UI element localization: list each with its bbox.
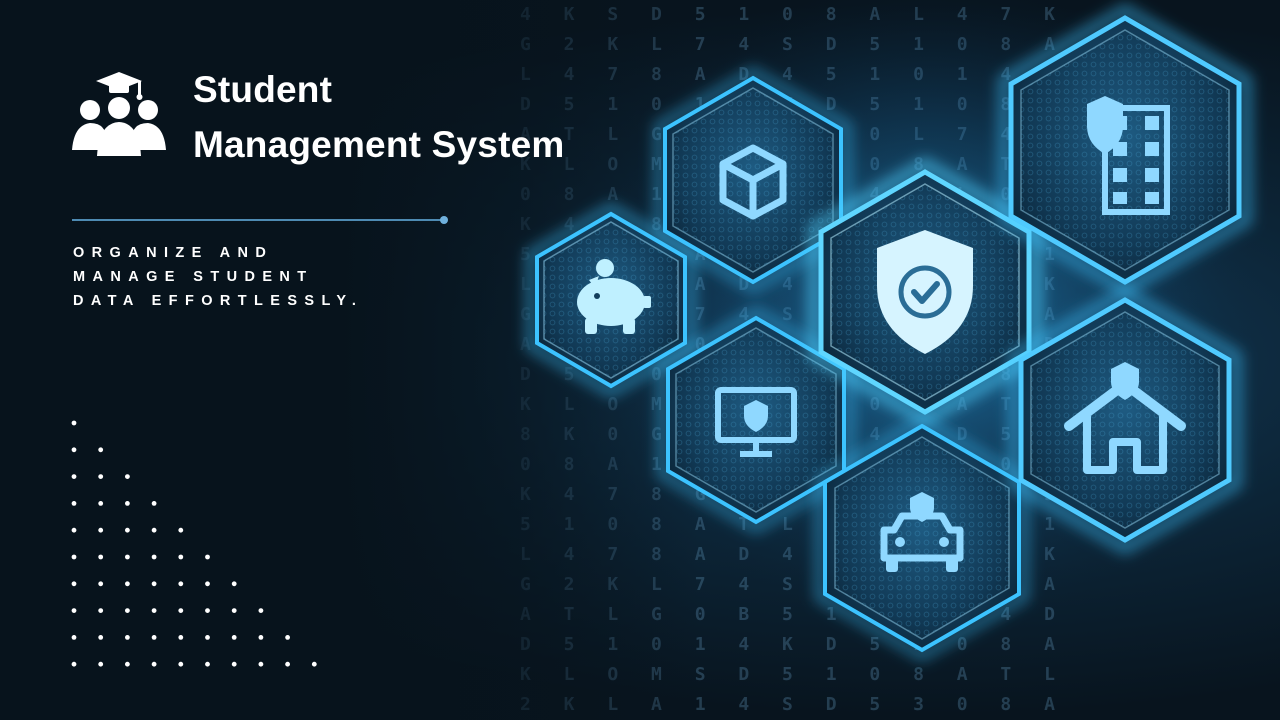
decor-dot (125, 608, 130, 613)
decor-dot (151, 608, 157, 613)
decor-dot (178, 661, 184, 667)
decor-dot (71, 554, 77, 560)
decor-dot (98, 501, 104, 506)
decor-dot (98, 661, 104, 667)
decor-dot (178, 527, 184, 533)
decor-dot (178, 581, 184, 587)
decor-dot (231, 581, 237, 587)
tagline-line-2: MANAGE STUDENT (73, 269, 314, 285)
decor-dot (151, 661, 157, 667)
title-line-2: Management System (193, 124, 565, 165)
decor-dot (151, 554, 157, 560)
decor-dot (71, 581, 77, 587)
decor-dot (98, 554, 104, 560)
decor-dot (125, 527, 130, 533)
decor-dot (178, 554, 184, 560)
decor-dot (71, 501, 77, 506)
decor-dot (178, 635, 184, 640)
hexagon-car (815, 414, 1029, 662)
decor-dot (98, 635, 104, 640)
decor-dot (311, 661, 317, 667)
decor-dot (125, 501, 130, 506)
monitor-icon (715, 387, 797, 457)
decor-dot (205, 635, 210, 640)
decor-dot (258, 608, 264, 613)
hexagon-cube (654, 66, 852, 294)
decor-dot (125, 581, 130, 587)
decor-dot (258, 635, 264, 640)
piggy-bank-icon (577, 259, 651, 334)
decor-dot (231, 661, 237, 667)
decor-dot (71, 527, 77, 533)
tagline-line-1: ORGANIZE AND (73, 245, 274, 261)
decor-dot (205, 554, 210, 560)
decor-dot (231, 608, 237, 613)
decor-dot (125, 661, 130, 667)
decor-dot (98, 581, 104, 587)
decor-dot (71, 474, 77, 479)
decor-dot (178, 608, 184, 613)
hexagon-building (998, 3, 1252, 297)
decor-dot (71, 635, 77, 640)
decor-dot (98, 527, 104, 533)
shield-check-icon (877, 230, 973, 354)
building-icon (1087, 96, 1170, 215)
decor-dot (71, 447, 77, 453)
dot-triangle-pattern (71, 420, 317, 667)
tagline-line-3: DATA EFFORTLESSLY. (73, 293, 364, 309)
decor-dot (125, 474, 130, 479)
decor-dot (205, 608, 210, 613)
divider-end-dot (440, 216, 448, 224)
decor-dot (125, 554, 130, 560)
decor-dot (98, 608, 104, 613)
title-line-1: Student (193, 69, 333, 110)
cube-icon (719, 144, 787, 220)
students-graduation-cap-icon (72, 72, 166, 156)
decor-dot (151, 501, 157, 506)
decor-dot (125, 635, 130, 640)
decor-dot (98, 447, 104, 453)
decor-dot (205, 661, 210, 667)
title-divider (72, 219, 444, 221)
decor-dot (205, 581, 210, 587)
car-icon (880, 492, 964, 572)
page-title: Student Management System (193, 62, 564, 172)
house-icon (1064, 362, 1186, 474)
decor-dot (71, 661, 77, 667)
tagline: ORGANIZE AND MANAGE STUDENT DATA EFFORTL… (73, 241, 493, 313)
decor-dot (285, 661, 290, 667)
decor-dot (98, 474, 104, 479)
decor-dot (151, 581, 157, 587)
decor-dot (151, 527, 157, 533)
hexagon-house (1008, 285, 1242, 555)
decor-dot (151, 635, 157, 640)
decor-dot (71, 420, 77, 426)
decor-dot (71, 608, 77, 613)
decor-dot (285, 635, 290, 640)
decor-dot (231, 635, 237, 640)
decor-dot (258, 661, 264, 667)
